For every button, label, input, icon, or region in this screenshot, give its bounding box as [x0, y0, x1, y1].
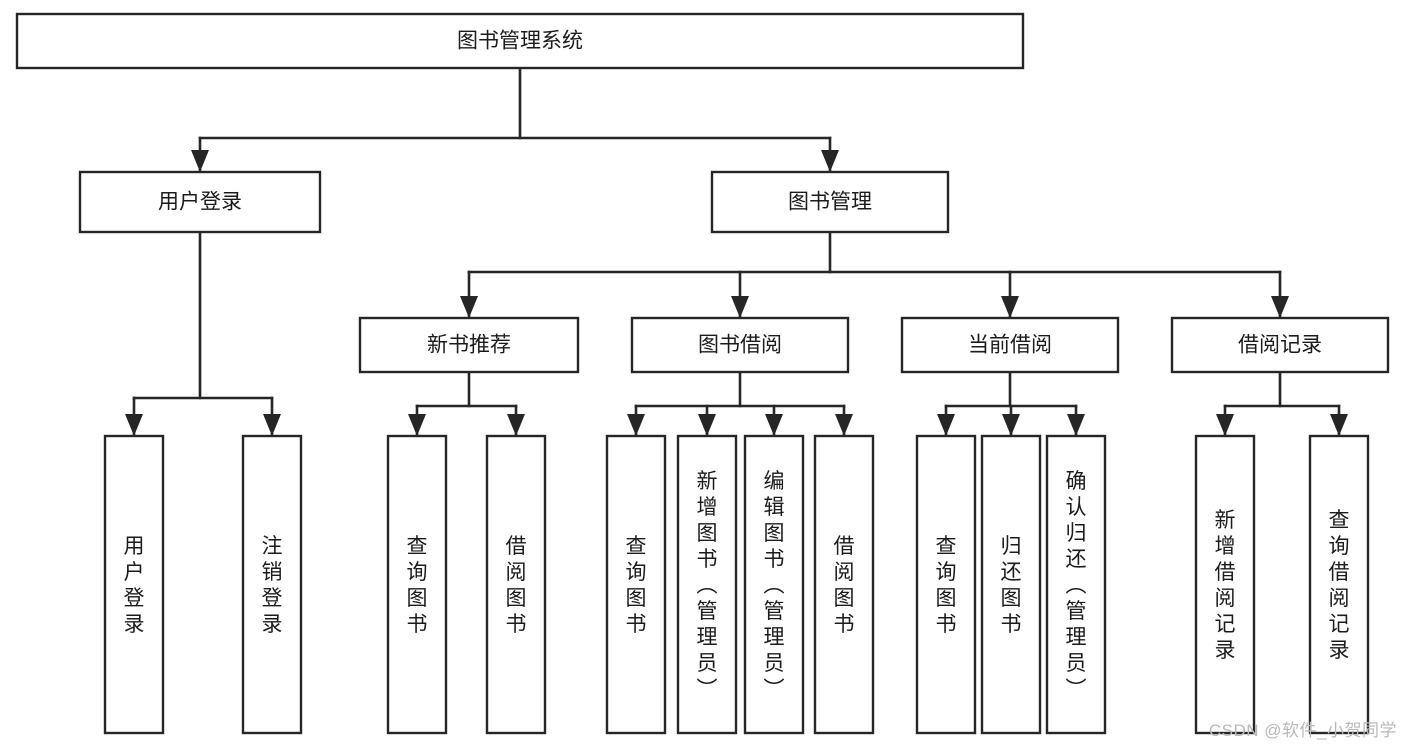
node-level3-当前借阅[interactable]: 当前借阅	[900, 316, 1120, 374]
node-leaf-10-确认归还管理员[interactable]: 确认归还︵管理员︶	[1045, 434, 1107, 735]
node-box	[743, 434, 805, 735]
node-label: 注销登录	[262, 535, 283, 636]
node-level2-用户登录[interactable]: 用户登录	[78, 170, 322, 234]
arrow-head-icon	[191, 150, 209, 172]
connector-layer	[125, 66, 1348, 437]
node-box	[813, 434, 875, 735]
connector-book-borrow-to-leaves	[627, 370, 853, 437]
node-level3-新书推荐[interactable]: 新书推荐	[358, 316, 580, 374]
arrow-head-icon	[507, 414, 525, 436]
node-label: 借阅图书	[506, 535, 527, 636]
node-box	[710, 170, 950, 234]
arrow-head-icon	[1002, 414, 1020, 436]
connector-user-login-to-leaves	[125, 230, 281, 437]
node-box	[386, 434, 448, 735]
arrow-head-icon	[627, 414, 645, 436]
arrow-head-icon	[731, 296, 749, 318]
node-box	[915, 434, 977, 735]
node-leaf-7-借阅图书[interactable]: 借阅图书	[813, 434, 875, 735]
arrow-head-icon	[835, 414, 853, 436]
node-label: 图书管理系统	[457, 30, 583, 53]
node-label: 用户登录	[158, 191, 242, 214]
node-box	[980, 434, 1042, 735]
connector-root-to-level2	[191, 66, 839, 173]
node-label: 图书借阅	[698, 334, 782, 357]
node-label: 归还图书	[1001, 535, 1022, 636]
node-level3-图书借阅[interactable]: 图书借阅	[630, 316, 850, 374]
node-leaf-11-新增借阅记录[interactable]: 新增借阅记录	[1194, 434, 1256, 735]
node-box	[1194, 434, 1256, 735]
arrow-head-icon	[263, 414, 281, 436]
node-box	[900, 316, 1120, 374]
connector-new-book-to-leaves	[408, 370, 525, 437]
node-leaf-4-查询图书[interactable]: 查询图书	[605, 434, 667, 735]
node-label: 新增图书︵管理员︶	[697, 470, 718, 701]
node-label: 图书管理	[788, 191, 872, 214]
node-label: 查询图书	[626, 535, 647, 636]
node-leaf-9-归还图书[interactable]: 归还图书	[980, 434, 1042, 735]
node-root-图书管理系统[interactable]: 图书管理系统	[15, 12, 1025, 70]
node-leaf-2-查询图书[interactable]: 查询图书	[386, 434, 448, 735]
arrow-head-icon	[937, 414, 955, 436]
node-label: 当前借阅	[968, 334, 1052, 357]
node-label: 查询图书	[936, 535, 957, 636]
arrow-head-icon	[765, 414, 783, 436]
node-label: 查询图书	[407, 535, 428, 636]
node-leaf-0-用户登录[interactable]: 用户登录	[103, 434, 165, 735]
arrow-head-icon	[1067, 414, 1085, 436]
node-label: 新增借阅记录	[1215, 509, 1236, 662]
arrow-head-icon	[460, 296, 478, 318]
node-box	[1170, 316, 1390, 374]
node-box	[15, 12, 1025, 70]
arrow-head-icon	[821, 150, 839, 172]
node-label: 借阅图书	[834, 535, 855, 636]
node-box	[676, 434, 738, 735]
node-layer: 图书管理系统用户登录图书管理新书推荐图书借阅当前借阅借阅记录用户登录注销登录查询…	[15, 12, 1390, 735]
node-level2-图书管理[interactable]: 图书管理	[710, 170, 950, 234]
node-label: 编辑图书︵管理员︶	[764, 470, 785, 701]
node-box	[1308, 434, 1370, 735]
node-box	[1045, 434, 1107, 735]
node-box	[78, 170, 322, 234]
node-leaf-5-新增图书管理员[interactable]: 新增图书︵管理员︶	[676, 434, 738, 735]
node-box	[605, 434, 667, 735]
node-box	[485, 434, 547, 735]
arrow-head-icon	[1001, 296, 1019, 318]
node-box	[358, 316, 580, 374]
node-label: 查询借阅记录	[1329, 509, 1350, 662]
node-leaf-12-查询借阅记录[interactable]: 查询借阅记录	[1308, 434, 1370, 735]
connector-borrow-record-to-leaves	[1216, 370, 1348, 437]
arrow-head-icon	[1330, 414, 1348, 436]
node-leaf-6-编辑图书管理员[interactable]: 编辑图书︵管理员︶	[743, 434, 805, 735]
node-label: 借阅记录	[1238, 334, 1322, 357]
node-label: 新书推荐	[427, 334, 511, 357]
node-box	[103, 434, 165, 735]
connector-book-mgmt-to-level3	[460, 230, 1289, 319]
arrow-head-icon	[1216, 414, 1234, 436]
node-leaf-3-借阅图书[interactable]: 借阅图书	[485, 434, 547, 735]
watermark-text: CSDN @软件_小贺同学	[1208, 721, 1397, 740]
arrow-head-icon	[1271, 296, 1289, 318]
node-level3-借阅记录[interactable]: 借阅记录	[1170, 316, 1390, 374]
arrow-head-icon	[408, 414, 426, 436]
node-leaf-8-查询图书[interactable]: 查询图书	[915, 434, 977, 735]
node-box	[241, 434, 303, 735]
node-label: 用户登录	[124, 535, 145, 636]
arrow-head-icon	[125, 414, 143, 436]
arrow-head-icon	[698, 414, 716, 436]
connector-current-borrow-to-leaves	[937, 370, 1085, 437]
node-box	[630, 316, 850, 374]
node-leaf-1-注销登录[interactable]: 注销登录	[241, 434, 303, 735]
node-label: 确认归还︵管理员︶	[1066, 470, 1087, 701]
